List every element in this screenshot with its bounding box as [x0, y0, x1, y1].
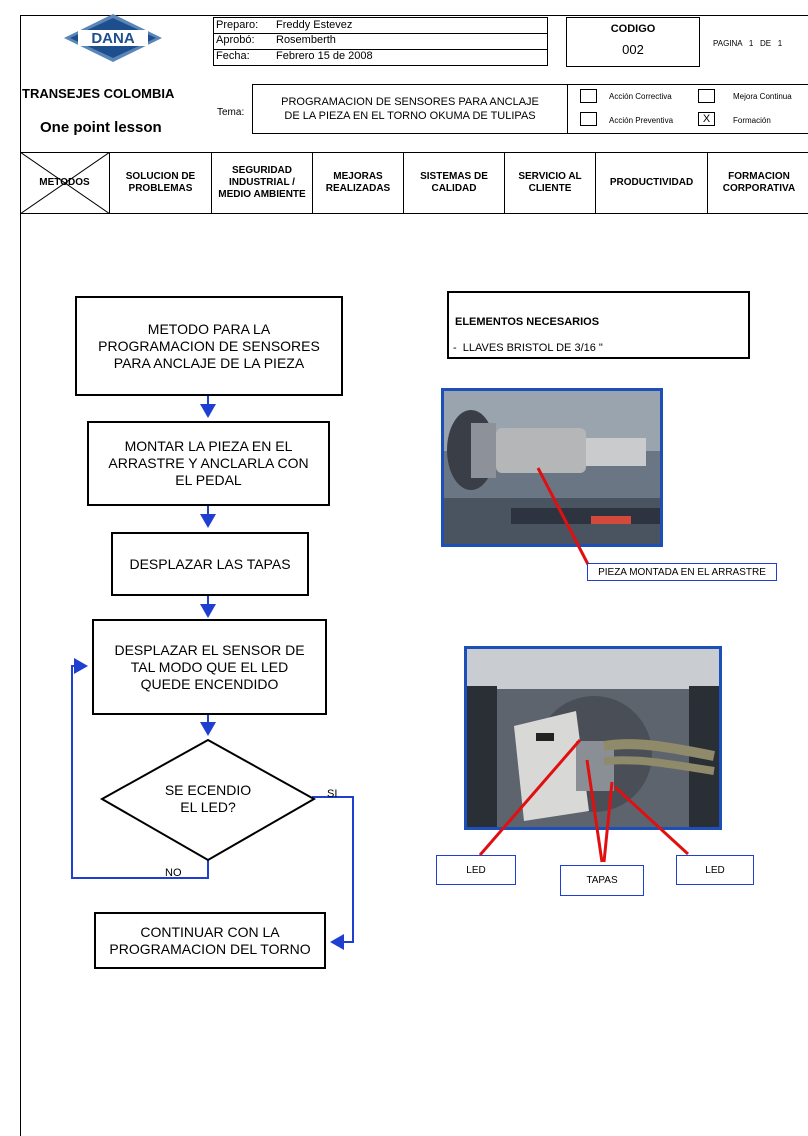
company-name: TRANSEJES COLOMBIA — [22, 86, 175, 101]
flow-step-montar: MONTAR LA PIEZA EN EL ARRASTRE Y ANCLARL… — [87, 421, 330, 506]
category-metodos: METODOS — [20, 152, 110, 214]
decision-shape — [99, 738, 317, 862]
category-productividad: PRODUCTIVIDAD — [596, 152, 708, 214]
page-number: PAGINA 1 DE 1 — [713, 39, 783, 48]
category-solucion: SOLUCION DE PROBLEMAS — [110, 152, 212, 214]
option-accion-preventiva: Acción Preventiva — [609, 116, 674, 125]
option-mejora-continua: Mejora Continua — [733, 92, 792, 101]
pointer-line-piece — [536, 467, 594, 573]
date-value: Febrero 15 de 2008 — [276, 50, 373, 62]
code-value: 002 — [622, 42, 644, 57]
flow-step-tapas: DESPLAZAR LAS TAPAS — [111, 532, 309, 596]
approved-label: Aprobó: — [216, 34, 255, 46]
date-row: Fecha: Febrero 15 de 2008 — [213, 49, 548, 66]
flow-step-sensor: DESPLAZAR EL SENSOR DE TAL MODO QUE EL L… — [92, 619, 327, 715]
checkbox-formacion[interactable]: X — [698, 112, 715, 126]
prepared-row: Preparo: Freddy Estevez — [213, 17, 548, 34]
elements-title: ELEMENTOS NECESARIOS — [455, 316, 600, 328]
category-seguridad: SEGURIDAD INDUSTRIAL / MEDIO AMBIENTE — [212, 152, 313, 214]
category-mejoras: MEJORAS REALIZADAS — [313, 152, 404, 214]
elements-item: - LLAVES BRISTOL DE 3/16 " — [453, 342, 603, 354]
flow-no-label: NO — [165, 867, 182, 879]
prepared-label: Preparo: — [216, 19, 259, 31]
checkbox-accion-correctiva[interactable] — [580, 89, 597, 103]
tema-label: Tema: — [217, 107, 245, 118]
pointer-lines-sensors — [478, 739, 690, 863]
decision-text: SE ECENDIO EL LED? — [164, 782, 252, 815]
checkbox-accion-preventiva[interactable] — [580, 112, 597, 126]
metodos-cross — [20, 152, 110, 214]
flow-step-start: METODO PARA LA PROGRAMACION DE SENSORES … — [75, 296, 343, 396]
date-label: Fecha: — [216, 50, 250, 62]
option-formacion: Formación — [733, 116, 771, 125]
label-led-right: LED — [676, 855, 754, 885]
options-frame — [568, 84, 808, 134]
checkbox-mejora-continua[interactable] — [698, 89, 715, 103]
flow-step-continuar: CONTINUAR CON LA PROGRAMACION DEL TORNO — [94, 912, 326, 969]
page-frame — [20, 15, 808, 1136]
category-calidad: SISTEMAS DE CALIDAD — [404, 152, 505, 214]
label-led-left: LED — [436, 855, 516, 885]
tema-line1: PROGRAMACION DE SENSORES PARA ANCLAJE — [281, 96, 539, 108]
label-pieza-montada: PIEZA MONTADA EN EL ARRASTRE — [587, 563, 777, 581]
approved-row: Aprobó: Rosemberth — [213, 33, 548, 50]
prepared-value: Freddy Estevez — [276, 19, 353, 31]
flow-yes-label: SI — [327, 788, 338, 800]
label-tapas: TAPAS — [560, 865, 644, 896]
tema-line2: DE LA PIEZA EN EL TORNO OKUMA DE TULIPAS — [284, 110, 536, 122]
tema-box: PROGRAMACION DE SENSORES PARA ANCLAJE DE… — [252, 84, 568, 134]
elements-box: ELEMENTOS NECESARIOS - LLAVES BRISTOL DE… — [447, 291, 750, 359]
code-box: CODIGO 002 — [566, 17, 700, 67]
option-accion-correctiva: Acción Correctiva — [609, 92, 672, 101]
lesson-type: One point lesson — [40, 119, 162, 136]
category-servicio: SERVICIO AL CLIENTE — [505, 152, 596, 214]
dana-logo: DANA — [64, 14, 162, 62]
approved-value: Rosemberth — [276, 34, 336, 46]
photo-piece-mounted — [441, 388, 663, 547]
category-formacion: FORMACION CORPORATIVA — [722, 171, 796, 194]
categories-row — [20, 152, 808, 214]
logo-text: DANA — [91, 30, 134, 47]
code-label: CODIGO — [610, 23, 656, 35]
